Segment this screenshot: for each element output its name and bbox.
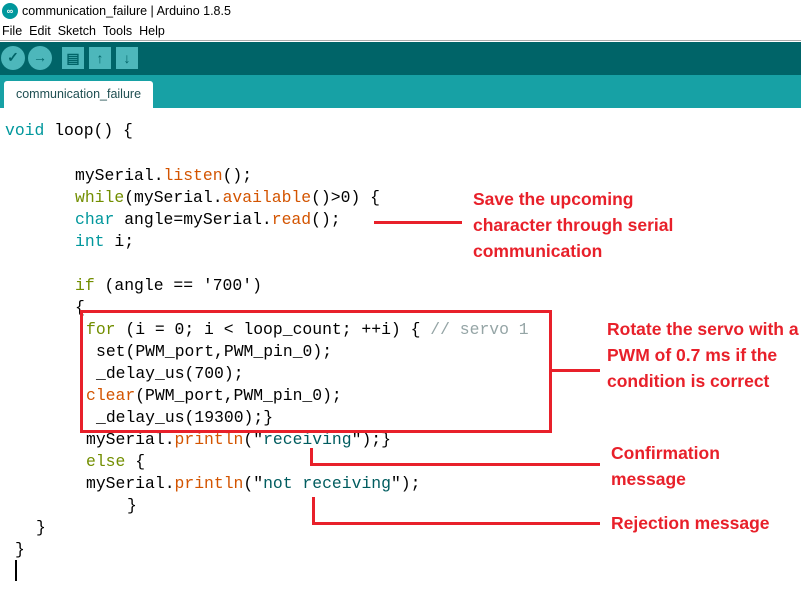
code-line: } (15, 539, 25, 561)
code-line: void loop() { (5, 120, 133, 142)
code-editor[interactable] (0, 108, 801, 593)
upload-button[interactable]: → (28, 46, 52, 70)
code-token: println (174, 430, 244, 449)
annotation-confirm: Confirmation message (611, 443, 720, 489)
code-line: _delay_us(700); (96, 363, 244, 385)
code-line: clear(PWM_port,PWM_pin_0); (86, 385, 342, 407)
title-bar: ∞ communication_failure | Arduino 1.8.5 (0, 0, 801, 22)
code-token: mySerial. (86, 474, 175, 493)
code-token: { (75, 298, 85, 317)
toolbar: ✓ → ▤ ↑ ↓ (0, 42, 801, 75)
code-token: while (75, 188, 125, 207)
code-token: mySerial. (75, 166, 164, 185)
code-token: char (75, 210, 115, 229)
code-token: void (5, 121, 45, 140)
code-line: char angle=mySerial.read(); (75, 209, 341, 231)
code-token: receiving (263, 430, 352, 449)
code-token: } (127, 496, 137, 515)
code-token: } (36, 518, 46, 537)
pointer-line-reject-h (312, 522, 600, 525)
code-token: (); (222, 166, 253, 185)
annotation-save: Save the upcoming character through seri… (473, 189, 674, 261)
menu-file[interactable]: File (2, 24, 23, 38)
code-line: mySerial.listen(); (75, 165, 252, 187)
code-line: set(PWM_port,PWM_pin_0); (96, 341, 332, 363)
menu-tools[interactable]: Tools (102, 24, 133, 38)
save-button[interactable]: ↓ (116, 47, 138, 69)
code-token: (angle == '700') (94, 276, 262, 295)
new-button[interactable]: ▤ (62, 47, 84, 69)
code-token: } (15, 540, 25, 559)
menu-bar: File Edit Sketch Tools Help (0, 22, 801, 41)
tab-communication-failure[interactable]: communication_failure (4, 81, 153, 108)
code-token: println (174, 474, 244, 493)
code-token: listen (163, 166, 223, 185)
code-token: loop() { (44, 121, 133, 140)
code-line: } (127, 495, 137, 517)
highlight-box (80, 310, 552, 433)
arrow-right-icon: → (33, 49, 47, 65)
pointer-line-confirm-h (310, 463, 600, 466)
new-file-icon: ▤ (66, 50, 80, 66)
code-token: (mySerial. (124, 188, 223, 207)
code-token: i; (104, 232, 135, 251)
code-token: "); (390, 474, 421, 493)
pointer-line-confirm-v (310, 448, 313, 466)
code-token: _delay_us(19300);} (96, 408, 274, 427)
code-line: mySerial.println("not receiving"); (86, 473, 420, 495)
code-token: for (86, 320, 116, 339)
code-line: mySerial.println("receiving");} (86, 429, 391, 451)
code-token: // servo 1 (430, 320, 529, 339)
code-token: ()>0) { (311, 188, 380, 207)
code-token: (" (243, 474, 264, 493)
code-token: set(PWM_port,PWM_pin_0); (96, 342, 333, 361)
code-token: mySerial. (86, 430, 175, 449)
code-token: angle=mySerial. (114, 210, 272, 229)
code-line: { (75, 297, 85, 319)
code-token: clear (86, 386, 136, 405)
code-token: (); (311, 210, 341, 229)
verify-button[interactable]: ✓ (1, 46, 25, 70)
code-line: int i; (75, 231, 134, 253)
code-line: for (i = 0; i < loop_count; ++i) { // se… (86, 319, 529, 341)
pointer-line-reject-v (312, 497, 315, 525)
code-line: _delay_us(19300);} (96, 407, 273, 429)
window-title: communication_failure | Arduino 1.8.5 (22, 4, 231, 18)
code-token: else (86, 452, 126, 471)
code-token: (i = 0; i < loop_count; ++i) { (115, 320, 431, 339)
code-token: _delay_us(700); (96, 364, 244, 383)
code-token: (PWM_port,PWM_pin_0); (135, 386, 342, 405)
code-line: while(mySerial.available()>0) { (75, 187, 380, 209)
menu-help[interactable]: Help (139, 24, 165, 38)
code-line: if (angle == '700') (75, 275, 262, 297)
code-token: if (75, 276, 95, 295)
arrow-up-icon: ↑ (96, 50, 104, 66)
code-token: not receiving (263, 474, 391, 493)
text-cursor (15, 560, 17, 581)
check-icon: ✓ (7, 49, 19, 65)
menu-sketch[interactable]: Sketch (57, 24, 96, 38)
code-line: else { (86, 451, 145, 473)
annotation-reject: Rejection message (611, 513, 770, 533)
arrow-down-icon: ↓ (123, 50, 131, 66)
tab-bar: communication_failure (0, 75, 801, 108)
arduino-logo-icon: ∞ (2, 3, 18, 19)
code-token: ");} (351, 430, 391, 449)
code-token: { (125, 452, 146, 471)
code-token: int (75, 232, 105, 251)
pointer-line-rotate (551, 369, 600, 372)
code-token: (" (243, 430, 264, 449)
code-token: read (271, 210, 312, 229)
code-token: available (222, 188, 312, 207)
annotation-rotate: Rotate the servo with a PWM of 0.7 ms if… (607, 319, 799, 391)
code-line: } (36, 517, 46, 539)
open-button[interactable]: ↑ (89, 47, 111, 69)
pointer-line-save (374, 221, 462, 224)
menu-edit[interactable]: Edit (29, 24, 51, 38)
